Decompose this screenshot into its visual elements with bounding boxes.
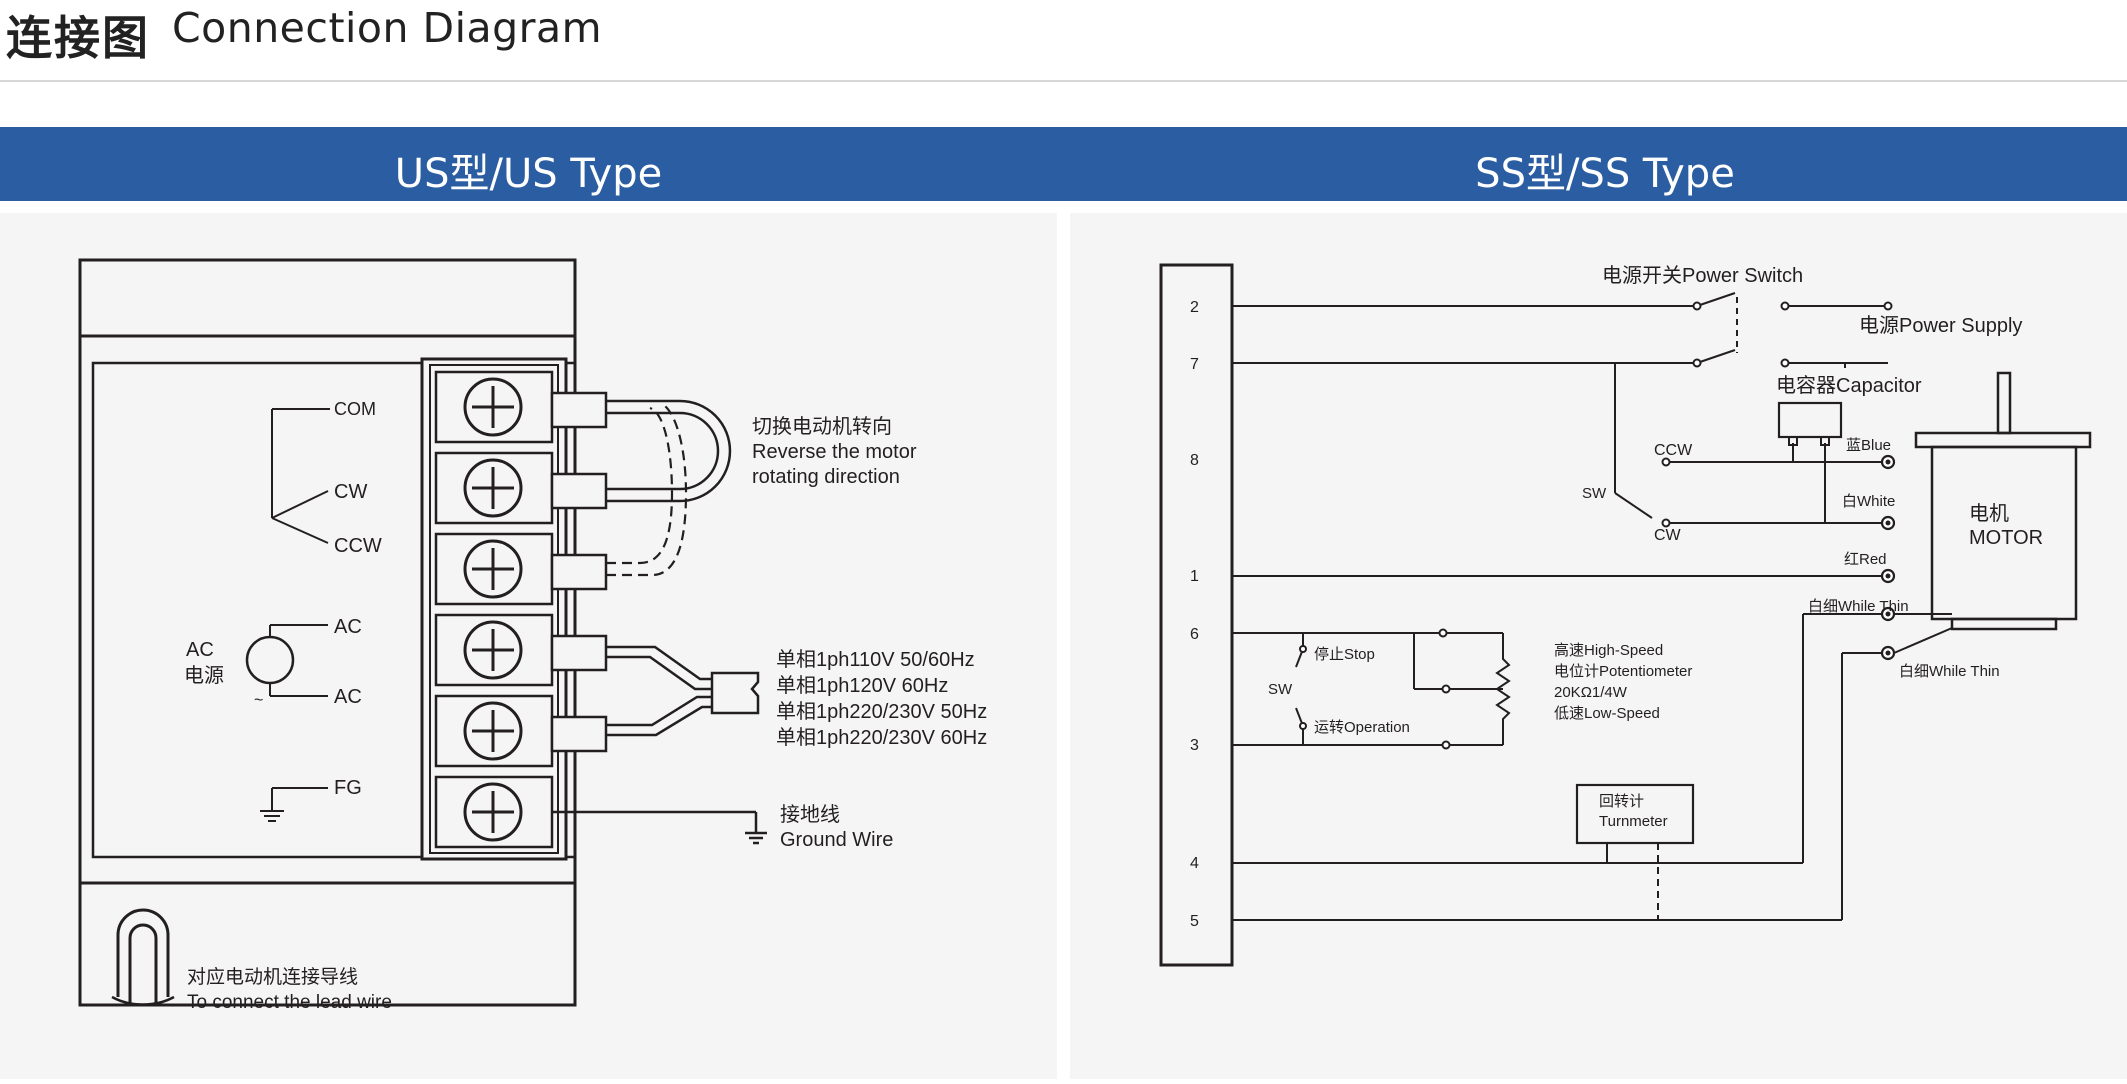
cw-label: CW <box>1654 527 1682 544</box>
terminal-number: 7 <box>1190 356 1199 373</box>
supply-wires <box>606 645 760 737</box>
supply-spec: 单相1ph220/230V 60Hz <box>776 726 987 749</box>
lead-wire-label-cn: 对应电动机连接导线 <box>187 966 358 988</box>
terminal-block <box>420 357 608 861</box>
ac-terminal-label: AC <box>334 616 362 638</box>
high-speed-label: 高速High-Speed <box>1554 642 1663 659</box>
terminal-strip <box>1159 263 1234 967</box>
potentiometer-label: 电位计Potentiometer <box>1554 663 1692 680</box>
thin-white-label: 白细While Thin <box>1899 663 2000 680</box>
ccw-label: CCW <box>334 535 382 557</box>
reverse-jumper <box>606 399 732 577</box>
terminal-number: 8 <box>1190 452 1199 469</box>
ss-wiring-diagram: 2 7 8 1 6 3 4 5 <box>1159 263 2092 967</box>
header-divider <box>0 80 2127 82</box>
turnmeter-label-en: Turnmeter <box>1599 813 1668 830</box>
ss-type-title: SS型/SS Type <box>1475 151 1735 197</box>
cw-label: CW <box>334 481 367 503</box>
terminal-number: 3 <box>1190 737 1199 754</box>
reverse-label-cn: 切换电动机转向 <box>752 415 892 438</box>
supply-spec: 单相1ph220/230V 50Hz <box>776 700 987 723</box>
inner-panel <box>91 361 577 859</box>
terminal-screw <box>434 451 608 525</box>
power-switch-label: 电源开关Power Switch <box>1602 264 1803 287</box>
ground-label-cn: 接地线 <box>780 803 840 826</box>
capacitor-symbol <box>1777 401 1843 446</box>
terminal-number: 1 <box>1190 568 1199 585</box>
com-label: COM <box>334 399 376 419</box>
ccw-label: CCW <box>1654 442 1693 459</box>
stop-label: 停止Stop <box>1314 646 1375 663</box>
supply-spec: 单相1ph110V 50/60Hz <box>776 648 975 671</box>
turnmeter-label-cn: 回转计 <box>1599 793 1644 810</box>
fg-ground-symbol <box>260 787 328 822</box>
ac-power-label: 电源 <box>184 664 224 687</box>
fg-label: FG <box>334 777 362 799</box>
capacitor-label: 电容器Capacitor <box>1776 374 1922 397</box>
ground-wire <box>552 810 767 845</box>
motor-label-cn: 电机 <box>1969 502 2009 525</box>
us-wiring-diagram: COM CW CCW AC AC AC 电源 ~ FG 切换电动机转向 Reve… <box>78 258 987 1013</box>
terminal-number: 4 <box>1190 855 1199 872</box>
ac-power-label: AC <box>186 639 214 661</box>
reverse-label-en: rotating direction <box>752 466 900 488</box>
thin-white-label: 白细While Thin <box>1808 598 1909 615</box>
supply-spec: 单相1ph120V 60Hz <box>776 674 948 697</box>
red-wire-label: 红Red <box>1844 551 1887 568</box>
terminal-number: 2 <box>1190 299 1199 316</box>
sw-label: SW <box>1582 485 1607 502</box>
terminal-screw <box>434 694 608 768</box>
ac-terminal-label: AC <box>334 686 362 708</box>
motor-symbol <box>1914 371 2092 631</box>
page-title-en: Connection Diagram <box>172 4 603 52</box>
ac-source-symbol <box>245 624 328 697</box>
pot-rating-label: 20KΩ1/4W <box>1554 684 1628 701</box>
page-header: 连接图 Connection Diagram <box>0 0 2127 80</box>
section-title-band <box>0 127 2127 201</box>
ss-wiring <box>1232 292 1953 921</box>
page-title-cn: 连接图 <box>6 11 150 65</box>
us-type-panel: COM CW CCW AC AC AC 电源 ~ FG 切换电动机转向 Reve… <box>0 213 1057 1079</box>
lead-wire-cable <box>111 908 175 1006</box>
terminal-number: 6 <box>1190 626 1199 643</box>
terminal-number: 5 <box>1190 913 1199 930</box>
terminal-screw <box>434 532 608 606</box>
white-wire-label: 白White <box>1842 493 1895 510</box>
ground-label-en: Ground Wire <box>780 829 893 851</box>
turnmeter-box <box>1575 783 1695 845</box>
tilde-label: ~ <box>254 692 263 709</box>
blue-wire-label: 蓝Blue <box>1846 437 1891 454</box>
terminal-screw <box>434 370 608 444</box>
us-type-title: US型/US Type <box>394 151 663 197</box>
operation-label: 运转Operation <box>1314 719 1410 736</box>
power-supply-label: 电源Power Supply <box>1859 314 2022 337</box>
low-speed-label: 低速Low-Speed <box>1554 705 1660 722</box>
terminal-screw <box>434 613 608 687</box>
switch-contacts <box>1299 301 1896 750</box>
motor-label-en: MOTOR <box>1969 527 2043 549</box>
lead-wire-label-en: To connect the lead wire <box>187 992 392 1013</box>
ss-type-panel: 2 7 8 1 6 3 4 5 <box>1070 213 2127 1079</box>
sw-label: SW <box>1268 681 1293 698</box>
reverse-label-en: Reverse the motor <box>752 441 917 463</box>
direction-switch-symbol <box>271 408 330 544</box>
